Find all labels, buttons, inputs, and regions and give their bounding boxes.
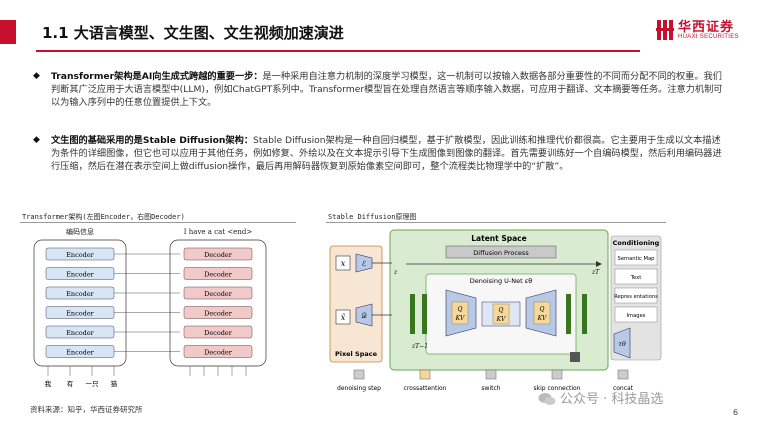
huaxi-logo-icon [656, 20, 674, 40]
legend-swatch [617, 369, 629, 380]
svg-text:zT−1: zT−1 [411, 343, 428, 350]
decoder-block [183, 286, 253, 300]
encoder-stack: EncoderEncoderEncoderEncoderEncoderEncod… [33, 239, 180, 367]
diamond-bullet-icon: ◆ [33, 71, 40, 81]
conditioning-item-label: Repres entations [614, 294, 658, 300]
svg-text:𝒟: 𝒟 [361, 312, 367, 320]
conditioning-item [614, 268, 658, 285]
decoder-block [183, 267, 253, 280]
pixel-space-box [329, 245, 383, 363]
decoder-block [183, 345, 253, 358]
decoder-block [183, 247, 253, 261]
legend-label: concat [613, 385, 634, 392]
bullet-transformer-body: 是一种采用自注意力机制的深度学习模型，这一机制可以按输入数据各部分重要性的不同而… [51, 71, 723, 108]
logo-chinese-text: 华西证券 [678, 20, 735, 35]
conditioning-item-label: Images [627, 313, 646, 319]
svg-text:Q: Q [499, 307, 504, 314]
svg-text:Q: Q [540, 306, 545, 313]
input-token: 有 [67, 379, 74, 388]
svg-text:τθ: τθ [618, 340, 626, 348]
logo-english-text: HUAXI SECURITIES [678, 34, 739, 40]
svg-text:KV: KV [496, 316, 506, 323]
encoder-block-label: Encoder [66, 271, 94, 279]
transformer-panel-label: Transformer架构(左图Encoder，右图Decoder) [22, 213, 185, 221]
conditioning-item [614, 249, 658, 266]
bullet-sd-text: 文生图的基础采用的是Stable Diffusion架构：Stable Diff… [51, 134, 723, 173]
encoder-block-label: Encoder [66, 349, 94, 357]
encoder-frame [33, 239, 127, 367]
svg-text:x: x [341, 259, 346, 268]
denoising-unet-label: Denoising U-Net εθ [470, 277, 533, 285]
input-token: 猫 [111, 379, 118, 388]
conditioning-item-label: Text [630, 275, 642, 281]
svg-text:Q: Q [458, 306, 463, 313]
legend-label: crossattention [404, 385, 447, 392]
encoder-block-label: Encoder [66, 329, 94, 337]
decoder-stack: DecoderDecoderDecoderDecoderDecoderDecod… [169, 239, 267, 367]
transformer-diagram: 编码信息 I have a cat <end> EncoderEncoderEn… [33, 227, 267, 388]
conditioning-item [614, 306, 658, 323]
svg-text:KV: KV [455, 315, 465, 322]
encoder-top-label: 编码信息 [66, 227, 94, 236]
bullet-sd-bold: 文生图的基础采用的是Stable Diffusion架构： [51, 135, 254, 146]
decoder-block-label: Decoder [204, 329, 233, 337]
legend-label: skip connection [533, 385, 580, 392]
decoder-block-label: Decoder [204, 251, 233, 259]
input-tokens: 我 有 一只 猫 [45, 366, 247, 388]
title-accent-bar [0, 20, 16, 44]
sd-panel-label: Stable Diffusion原理图 [328, 213, 417, 221]
sd-panel-rule [326, 222, 666, 223]
diffusion-process-box [445, 245, 557, 259]
bullet-transformer-bold: Transformer架构是AI向生成式跨越的重要一步： [51, 71, 263, 82]
sd-legend: denoising step crossattention switch skip c… [337, 369, 634, 392]
decoder-block [183, 325, 253, 339]
stable-diffusion-diagram: Latent Space Diffusion Process Denoising… [326, 224, 666, 400]
conditioning-item [614, 287, 658, 304]
legend-label: switch [481, 385, 500, 392]
company-logo: 华西证券 HUAXI SECURITIES [656, 14, 756, 48]
input-token: 一只 [86, 380, 100, 388]
bullet-sd-body: Stable Diffusion架构是一种自回归模型，基于扩散模型，因此训练和推… [51, 135, 722, 172]
conditioning-label: Conditioning [613, 239, 660, 247]
page-title: 1.1 大语言模型、文生图、文生视频加速演进 [42, 24, 344, 42]
legend-swatch [551, 369, 563, 380]
watermark-text: 公众号 · 科技晶选 [560, 392, 664, 407]
title-divider [36, 50, 640, 52]
latent-space-label: Latent Space [471, 234, 526, 243]
conditioning-item-label: Semantic Map [618, 256, 656, 262]
encoder-block-label: Encoder [66, 251, 94, 259]
decoder-block-label: Decoder [204, 349, 233, 357]
decoder-block-label: Decoder [204, 271, 233, 279]
legend-label: denoising step [337, 385, 381, 392]
wechat-icon [538, 393, 556, 405]
qkv-blocks: Q KV Q KV Q KV [451, 301, 551, 325]
diamond-bullet-icon: ◆ [33, 135, 40, 145]
encoder-block-label: Encoder [66, 310, 94, 318]
bullet-transformer-text: Transformer架构是AI向生成式跨越的重要一步：是一种采用自注意力机制的… [51, 70, 723, 109]
source-note: 资料来源：知乎，华西证券研究所 [30, 405, 143, 414]
pixel-space-label: Pixel Space [335, 350, 378, 358]
page-number: 6 [733, 408, 739, 417]
svg-text:x̃: x̃ [341, 313, 346, 322]
svg-text:KV: KV [537, 315, 547, 322]
diffusion-process-label: Diffusion Process [473, 249, 529, 257]
switch-icon [570, 352, 580, 362]
svg-text:z: z [393, 269, 398, 276]
decoder-top-label: I have a cat <end> [184, 228, 253, 236]
input-token: 我 [45, 379, 52, 388]
decoder-block-label: Decoder [204, 290, 233, 298]
decoder-block [183, 306, 253, 319]
decoder-block-label: Decoder [204, 310, 233, 318]
encoder-block-label: Encoder [66, 290, 94, 298]
legend-swatch [419, 369, 431, 380]
svg-text:zT: zT [591, 269, 600, 276]
svg-text:ℰ: ℰ [362, 260, 366, 268]
legend-swatch [353, 369, 365, 380]
transformer-panel-rule [20, 222, 296, 223]
legend-swatch [485, 369, 497, 380]
